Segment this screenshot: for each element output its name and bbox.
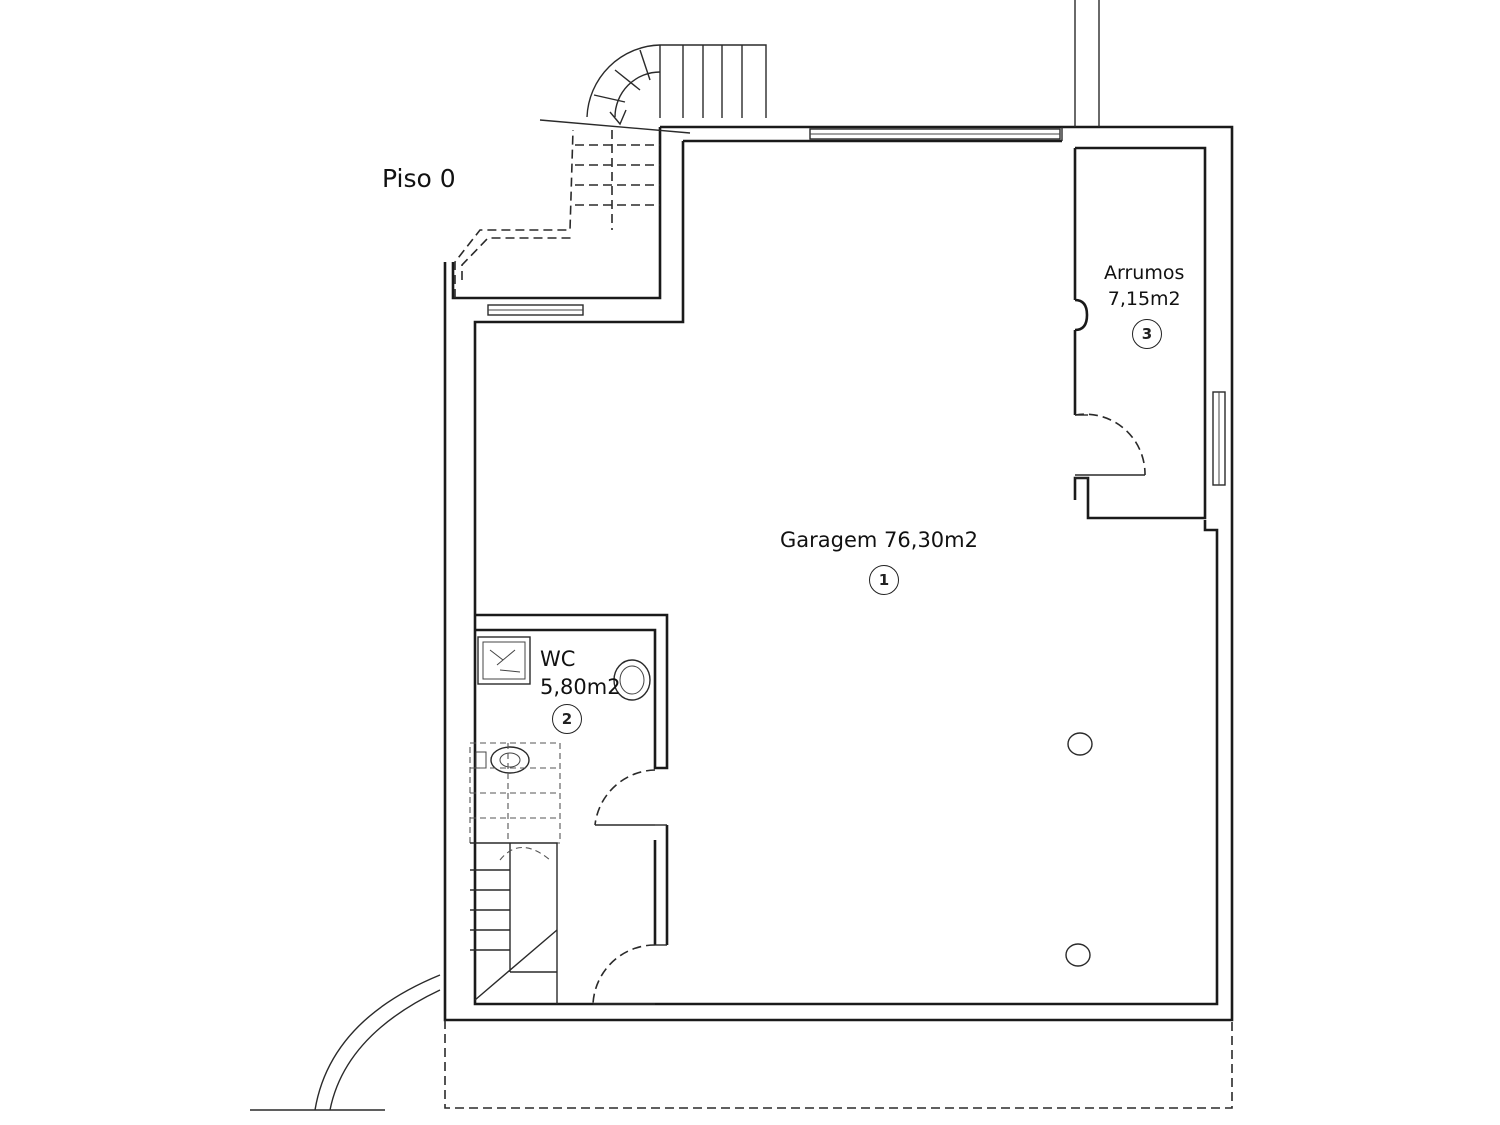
windows xyxy=(487,128,1226,486)
wc-room-walls xyxy=(475,613,669,1005)
room-area: 7,15m2 xyxy=(1107,288,1181,310)
floor-title: Piso 0 xyxy=(382,164,456,193)
outer-walls xyxy=(443,125,1234,1022)
room-name: Garagem xyxy=(780,528,878,552)
room-area: 5,80m2 xyxy=(540,675,621,699)
room-area: 76,30m2 xyxy=(884,528,978,552)
columns xyxy=(1065,732,1093,967)
lower-terrace xyxy=(250,0,1233,1111)
room-label-arrumos: Arrumos 7,15m2 xyxy=(1104,260,1184,312)
room-number-badge: 3 xyxy=(1132,319,1162,349)
room-label-wc: WC 5,80m2 xyxy=(540,645,621,701)
room-name: WC xyxy=(540,647,576,671)
room-label-garagem: Garagem 76,30m2 xyxy=(780,528,978,552)
room-number-badge: 2 xyxy=(552,704,582,734)
arrumos-room-walls xyxy=(1061,127,1207,520)
interior-stair xyxy=(469,742,561,1004)
room-number-badge: 1 xyxy=(869,565,899,595)
exterior-stair xyxy=(454,44,767,298)
room-name: Arrumos xyxy=(1104,262,1185,284)
